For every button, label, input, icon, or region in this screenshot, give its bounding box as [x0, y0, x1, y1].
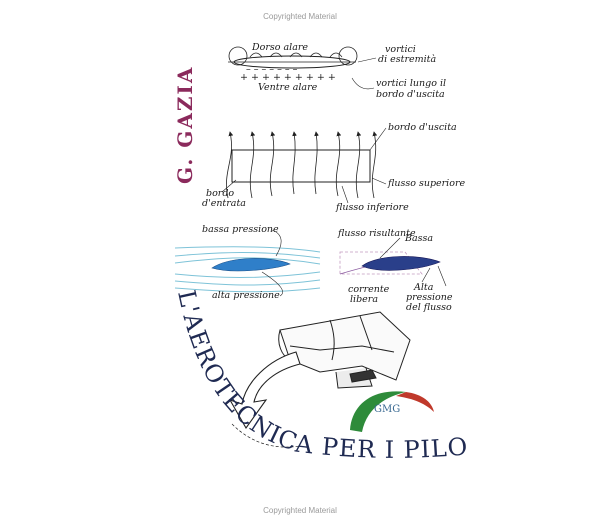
- copyright-top: Copyrighted Material: [263, 12, 337, 21]
- label-bassa-pressione: bassa pressione: [202, 224, 279, 235]
- logo-text: GMG: [374, 404, 400, 415]
- label-alta-3: del flusso: [406, 302, 452, 313]
- svg-text:– – – – – – –: – – – – – – –: [246, 64, 298, 75]
- label-vortici-1: vortici: [385, 44, 416, 55]
- label-flusso-superiore: flusso superiore: [387, 178, 465, 189]
- label-ventre: Ventre alare: [258, 82, 318, 93]
- label-bordo-entrata-1: bordo: [206, 188, 234, 199]
- label-bordo-entrata-2: d'entrata: [202, 198, 246, 209]
- curved-arrow: [228, 351, 301, 448]
- label-flusso-inferiore: flusso inferiore: [335, 202, 409, 213]
- label-vortici-2: di estremità: [378, 54, 436, 65]
- label-alta-pressione: alta pressione: [212, 290, 280, 301]
- airfoil-3d-sketch: [278, 311, 411, 389]
- svg-text:+ + + + + + + + +: + + + + + + + + +: [240, 72, 336, 83]
- label-bordo-uscita: bordo d'uscita: [388, 122, 457, 133]
- wing-flow-diagram: bordo d'uscita flusso superiore flusso i…: [202, 122, 465, 213]
- label-corrente-2: libera: [350, 294, 378, 305]
- label-alta-2: pressione: [406, 292, 453, 303]
- label-dorso: Dorso alare: [251, 42, 308, 53]
- label-vortici-bordo-2: bordo d'uscita: [376, 89, 445, 100]
- label-alta-1: Alta: [413, 282, 434, 293]
- publisher-logo: GMG: [350, 391, 434, 432]
- copyright-bottom: Copyrighted Material: [263, 506, 337, 515]
- label-bassa: Bassa: [404, 233, 433, 244]
- wing-vortex-diagram: – – – – – – – + + + + + + + + + Dorso al…: [228, 42, 446, 100]
- airfoil-resultant-diagram: flusso risultante Bassa corrente libera …: [337, 228, 453, 313]
- label-vortici-bordo-1: vortici lungo il: [376, 78, 446, 89]
- label-flusso-risultante: flusso risultante: [337, 228, 416, 239]
- airfoil-pressure-diagram: bassa pressione alta pressione: [174, 224, 321, 301]
- label-corrente-1: corrente: [348, 284, 390, 295]
